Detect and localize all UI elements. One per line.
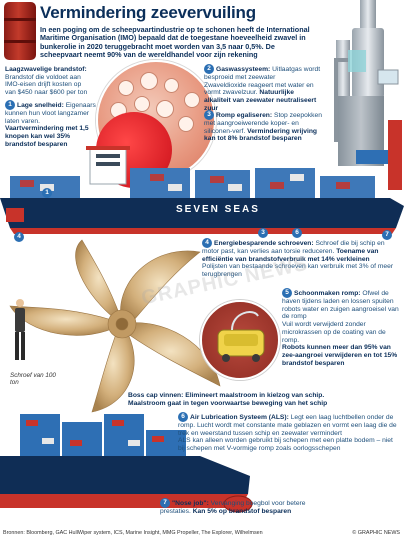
fuel-label: Laagzwavelige brandstof: Brandstof die v…	[5, 66, 93, 97]
item-7-text: Vervanging boegbol voor betere prestatie…	[160, 499, 306, 515]
item-2-title: Gaswassysteem:	[216, 65, 271, 73]
sources-footer: Bronnen: Bloomberg, GAC HullWiper system…	[3, 530, 263, 536]
propeller-illustration	[9, 239, 221, 413]
item-6-title: Air Lubrication Systeem (ALS):	[190, 413, 289, 421]
item-5-title: Schoonmaken romp:	[294, 289, 361, 297]
hull-cleaning-robot-illustration	[200, 300, 280, 380]
item-5-number: 5	[282, 288, 292, 298]
item-5-text2: Vuil wordt verwijderd zonder microkrasse…	[282, 321, 386, 344]
badge-4: 4	[14, 232, 24, 242]
fuel-title: Laagzwavelige brandstof:	[5, 66, 87, 73]
copyright-footer: © GRAPHIC NEWS	[352, 530, 400, 536]
badge-6: 6	[292, 228, 302, 238]
fuel-text: Brandstof die voldoet aan IMO-eisen drij…	[5, 73, 88, 97]
item-3-text: Stop zeepokken met aangroeiwerende koper…	[204, 111, 322, 135]
boss-cap-label: Boss cap vinnen: Elimineert maalstroom i…	[128, 392, 338, 407]
item-5-strong: Robots kunnen meer dan 95% van zee-aangr…	[282, 344, 398, 367]
oil-barrel-icon	[4, 2, 36, 60]
container-ship-illustration	[0, 146, 404, 234]
item-3-number: 3	[204, 110, 214, 120]
item-1-strong: Vaartvermindering met 1,5 knopen kan wel…	[5, 125, 89, 148]
item-4-text: Schroef die bij schip en motor past, kan…	[202, 239, 385, 255]
item-4-title: Energiebesparende schroeven:	[214, 239, 314, 247]
item-6-text2: ALS kan alleen worden gebruikt bij schep…	[178, 437, 393, 453]
badge-1: 1	[42, 188, 52, 198]
item-3-title: Romp egaliseren:	[216, 111, 273, 119]
page-title: Vermindering zeevervuiling	[40, 3, 256, 22]
item-1-text: Eigenaars kunnen hun vloot langzamer lat…	[5, 101, 96, 125]
item-6-number: 6	[178, 412, 188, 422]
item-2-text: Uitlaatgas wordt besproeid met zeewater	[204, 65, 321, 81]
ship-name: SEVEN SEAS	[176, 204, 260, 215]
badge-3: 3	[258, 228, 268, 238]
item-1-title: Lage snelheid:	[17, 101, 64, 109]
badge-7: 7	[382, 230, 392, 240]
boss-cap-text: Elimineert maalstroom in kielzog van sch…	[128, 392, 328, 407]
header-band	[0, 0, 404, 26]
item-7-number: 7	[160, 498, 170, 508]
item-2-number: 2	[204, 64, 214, 74]
item-4-number: 4	[202, 238, 212, 248]
scrubber-chimney-illustration	[334, 0, 402, 190]
item-4-strong: Toename van efficiëntie van brandstofver…	[202, 248, 379, 263]
item-7-strong: Kan 5% op brandstof besparen	[192, 508, 292, 515]
item-4-text2: Polijsten van bestaande schroeven kan ve…	[202, 263, 394, 279]
item-3-strong: Vermindering wrijving kan tot 8% brandst…	[204, 127, 317, 143]
item-6-text: Legt een laag luchtbellen onder de romp.…	[178, 413, 397, 437]
item-2-strong: Natuurlijke alkaliteit van zeewater neut…	[204, 89, 317, 112]
item-7-title: "Nose job":	[172, 499, 209, 507]
sailor-figure-icon	[15, 299, 25, 360]
sailor-scale-label: Schroef van 100 ton	[10, 372, 56, 386]
intro-text: In een poging om de scheepvaartindustrie…	[40, 25, 310, 59]
item-7-label: 7"Nose job": Vervanging boegbol voor bet…	[160, 498, 310, 516]
ship-side-view-illustration	[0, 414, 253, 516]
boss-cap-title: Boss cap vinnen:	[128, 392, 184, 399]
item-1-number: 1	[5, 100, 15, 110]
item-5-text: Ofwel de haven tijdens laden en lossen s…	[282, 289, 399, 321]
robot-icon	[217, 311, 265, 362]
item-2-text2: Zwaveldioxide reageert met water en vorm…	[204, 81, 314, 97]
